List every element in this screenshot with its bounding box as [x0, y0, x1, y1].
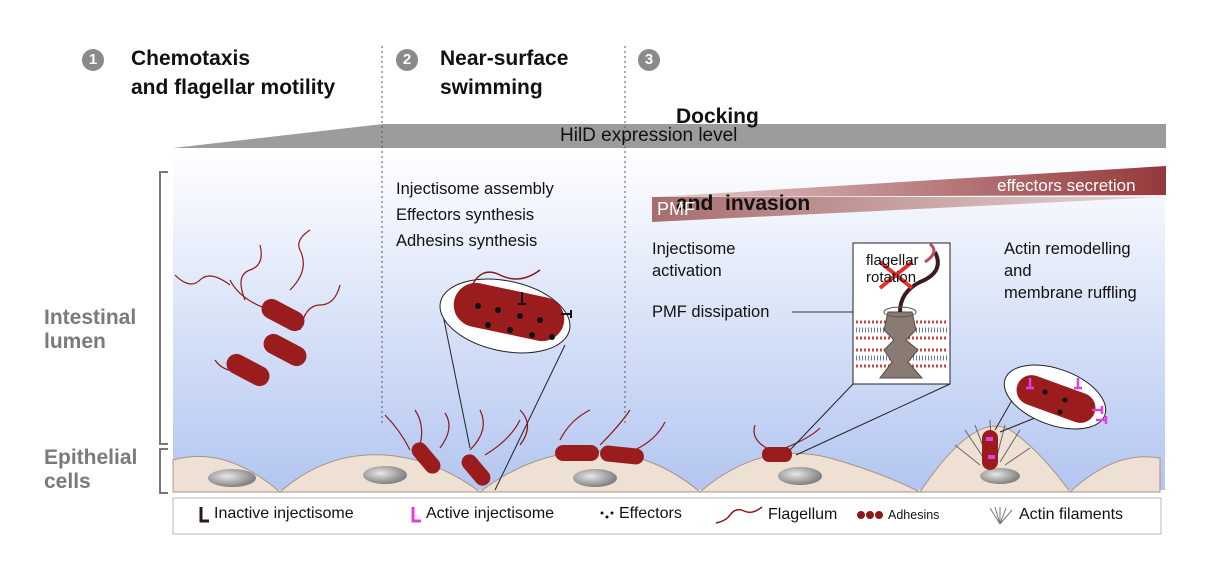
stage-title-2-line2: swimming — [440, 76, 543, 99]
stage-number-3: 3 — [638, 49, 660, 71]
flagellum-filament — [898, 251, 940, 313]
stage-title-3: Docking and invasion — [676, 44, 810, 247]
zoomed-bacterium — [453, 269, 572, 342]
actin-ruffle — [954, 419, 1031, 470]
attached-bacteria-stage2 — [384, 409, 666, 486]
nucleus — [363, 466, 407, 484]
pmf-bar — [652, 197, 1162, 222]
remodel-line3: membrane ruffling — [1004, 284, 1137, 302]
inactive-injectisome-icon — [199, 507, 209, 523]
rotation-line1: flagellar — [866, 252, 919, 269]
legend-label: Active injectisome — [426, 505, 555, 522]
epithelium — [172, 425, 1161, 493]
legend-label: Actin filaments — [1019, 506, 1124, 523]
stage-title-2: Near-surface swimming — [440, 44, 568, 102]
legend-flagellum: Flagellum — [714, 505, 837, 525]
pmf-label: PMF — [657, 199, 695, 219]
legend-box — [172, 497, 1162, 535]
legend-label: Adhesins — [888, 508, 940, 522]
nucleus — [980, 468, 1020, 484]
lumen-bracket — [159, 171, 168, 445]
activation-line2: activation — [652, 262, 722, 280]
active-injectisome-icon — [411, 507, 421, 523]
remodel-line1: Actin remodelling — [1004, 240, 1131, 258]
epithelial-cells-label: Epithelial cells — [44, 446, 137, 494]
actin-filaments-icon — [989, 506, 1013, 525]
stage-number-1: 1 — [82, 49, 104, 71]
note-injectisome-assembly: Injectisome assembly — [396, 180, 554, 198]
stage-title-1: Chemotaxis and flagellar motility — [131, 44, 335, 102]
lumen-label-line2: lumen — [44, 330, 106, 353]
flagellum-icon — [715, 506, 763, 524]
legend-label: Flagellum — [768, 506, 838, 523]
activation-line1: Injectisome — [652, 240, 736, 258]
effectors-secretion-label: effectors secretion — [997, 176, 1136, 195]
invading-bacterium — [1016, 375, 1108, 424]
note-flagellar-rotation: flagellar rotation — [866, 252, 919, 286]
nucleus — [208, 469, 256, 487]
legend-adhesins: Adhesins — [856, 508, 939, 522]
stage-title-2-line1: Near-surface — [440, 47, 569, 70]
legend-effectors: Effectors — [599, 505, 682, 523]
cells-bracket — [159, 448, 168, 494]
hild-expression-bar — [173, 124, 1166, 148]
blocked-rotation-icon — [878, 260, 914, 290]
legend-inactive-injectisome: Inactive injectisome — [198, 505, 354, 523]
note-injectisome-activation: Injectisome activation — [652, 238, 735, 282]
note-actin-remodelling: Actin remodelling and membrane ruffling — [1004, 238, 1137, 304]
stage-title-1-line1: Chemotaxis — [131, 47, 251, 70]
note-pmf-dissipation: PMF dissipation — [652, 303, 770, 321]
flagellar-motor — [879, 311, 924, 379]
swimming-bacteria — [174, 229, 341, 387]
legend-active-injectisome: Active injectisome — [410, 505, 554, 523]
effectors-icon — [600, 511, 614, 519]
cells-label-line2: cells — [44, 470, 91, 493]
legend-label: Effectors — [619, 505, 682, 522]
note-effectors-synthesis: Effectors synthesis — [396, 206, 535, 224]
stage-number-2: 2 — [396, 49, 418, 71]
adhesins-icon — [857, 511, 883, 519]
nucleus — [573, 469, 617, 487]
remodel-line2: and — [1004, 262, 1032, 280]
stage-title-3-line2: and invasion — [676, 192, 811, 215]
note-adhesins-synthesis: Adhesins synthesis — [396, 232, 538, 250]
hild-expression-label: HilD expression level — [560, 125, 738, 146]
legend-actin-filaments: Actin filaments — [985, 505, 1123, 525]
stage2-notes: Injectisome assembly Effectors synthesis… — [396, 176, 554, 254]
rotation-line2: rotation — [866, 269, 917, 286]
intestinal-lumen-label: Intestinal lumen — [44, 306, 136, 354]
stage-title-3-line1: Docking — [676, 105, 759, 128]
effectors-secretion-bar — [655, 166, 1166, 197]
nucleus — [778, 467, 822, 485]
legend-label: Inactive injectisome — [214, 505, 354, 522]
cells-label-line1: Epithelial — [44, 446, 138, 469]
lumen-label-line1: Intestinal — [44, 306, 137, 329]
stage-title-1-line2: and flagellar motility — [131, 76, 336, 99]
docking-bacterium — [753, 424, 821, 462]
